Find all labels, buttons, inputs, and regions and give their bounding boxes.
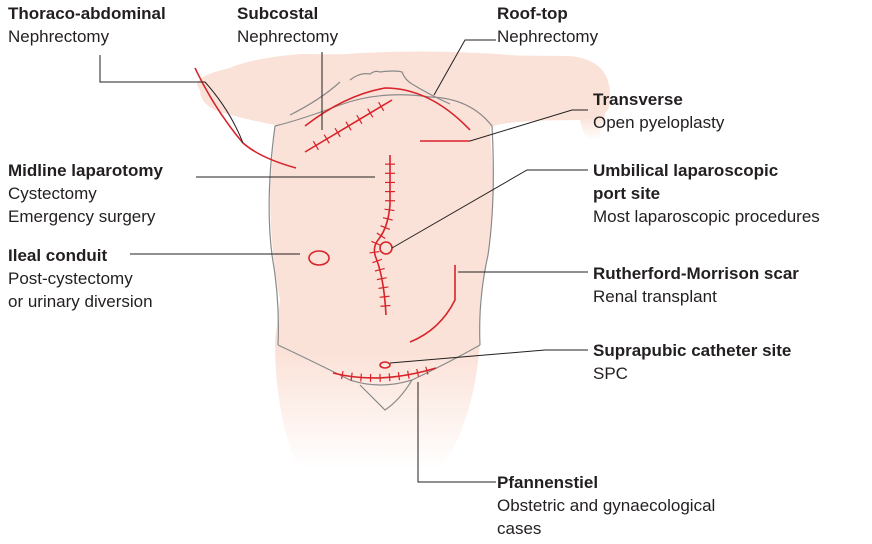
torso-body — [197, 51, 610, 470]
label-transverse: Transverse Open pyeloplasty — [593, 88, 724, 134]
label-title: Midline laparotomy — [8, 159, 163, 182]
label-text: Renal transplant — [593, 285, 799, 308]
label-text: Post-cystectomy — [8, 267, 153, 290]
label-umbilical-port-site: Umbilical laparoscopic port site Most la… — [593, 159, 820, 228]
label-text: SPC — [593, 362, 791, 385]
label-midline-laparotomy: Midline laparotomy Cystectomy Emergency … — [8, 159, 163, 228]
label-title: Ileal conduit — [8, 244, 153, 267]
label-text: Cystectomy — [8, 182, 163, 205]
label-suprapubic-catheter: Suprapubic catheter site SPC — [593, 339, 791, 385]
label-title: Thoraco-abdominal — [8, 2, 166, 25]
label-text: Emergency surgery — [8, 205, 163, 228]
label-text: or urinary diversion — [8, 290, 153, 313]
label-title: Roof-top — [497, 2, 598, 25]
label-text: cases — [497, 517, 715, 540]
label-pfannenstiel: Pfannenstiel Obstetric and gynaecologica… — [497, 471, 715, 540]
label-text: Most laparoscopic procedures — [593, 205, 820, 228]
label-title: Suprapubic catheter site — [593, 339, 791, 362]
label-title: Subcostal — [237, 2, 338, 25]
label-title-line2: port site — [593, 182, 820, 205]
label-thoraco-abdominal: Thoraco-abdominal Nephrectomy — [8, 2, 166, 48]
pfannenstiel-scar-stitch — [361, 374, 362, 382]
label-text: Nephrectomy — [8, 25, 166, 48]
label-subcostal: Subcostal Nephrectomy — [237, 2, 338, 48]
label-text: Open pyeloplasty — [593, 111, 724, 134]
label-roof-top: Roof-top Nephrectomy — [497, 2, 598, 48]
label-title: Rutherford-Morrison scar — [593, 262, 799, 285]
midline-scar-stitch — [380, 305, 390, 306]
label-text: Nephrectomy — [237, 25, 338, 48]
pfannenstiel-scar-stitch — [389, 373, 390, 381]
label-title: Pfannenstiel — [497, 471, 715, 494]
label-ileal-conduit: Ileal conduit Post-cystectomy or urinary… — [8, 244, 153, 313]
label-text: Nephrectomy — [497, 25, 598, 48]
label-title: Transverse — [593, 88, 724, 111]
label-rutherford-morrison: Rutherford-Morrison scar Renal transplan… — [593, 262, 799, 308]
label-text: Obstetric and gynaecological — [497, 494, 715, 517]
label-title: Umbilical laparoscopic — [593, 159, 820, 182]
